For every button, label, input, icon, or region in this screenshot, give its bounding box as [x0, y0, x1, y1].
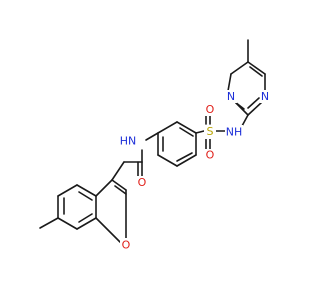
bonds	[39, 39, 266, 243]
atom-h-amide: H	[120, 134, 128, 147]
bond	[95, 179, 113, 197]
atom-labels: HN O O S O O NH N N	[120, 90, 271, 252]
bond	[76, 217, 97, 230]
atom-o-furan: O	[122, 239, 131, 252]
bond	[247, 97, 260, 109]
bond	[78, 213, 93, 223]
bond	[241, 114, 249, 127]
atom-s-sulfonyl: S	[207, 125, 214, 138]
atom-n-sulfonamide: N	[226, 125, 234, 138]
bond	[39, 217, 59, 229]
bond	[247, 101, 263, 116]
bond	[57, 184, 78, 197]
atom-n-sulfonamide-h: NH	[226, 125, 243, 138]
molecule-structure: HN O O S O O NH N N	[39, 39, 271, 252]
bond	[157, 121, 178, 134]
atom-n-pyrimidine-1: N	[227, 90, 235, 103]
bond	[249, 66, 263, 77]
bond	[176, 121, 197, 134]
atom-o-sulfonyl-bottom: O	[206, 149, 215, 162]
atom-h-sulfonamide: H	[234, 125, 242, 138]
bond	[230, 61, 249, 75]
atom-o-sulfonyl-top: O	[206, 103, 215, 116]
bond	[145, 132, 159, 141]
bond	[57, 217, 78, 230]
atom-n-pyrimidine-3: N	[261, 90, 269, 103]
bond	[78, 191, 93, 201]
bond	[179, 127, 194, 137]
atom-n-amide: N	[128, 134, 136, 147]
atom-n-amide-h: HN	[120, 134, 137, 147]
bond	[157, 154, 178, 167]
bond	[176, 152, 193, 162]
bond	[114, 185, 127, 195]
bond	[195, 130, 205, 134]
bond	[95, 217, 121, 243]
bond	[111, 161, 125, 181]
bond	[76, 184, 97, 197]
bond	[176, 154, 197, 167]
bond	[227, 73, 232, 92]
atom-o-carbonyl: O	[138, 176, 147, 189]
bond	[247, 61, 266, 75]
bond	[234, 101, 245, 110]
bond	[111, 179, 127, 191]
